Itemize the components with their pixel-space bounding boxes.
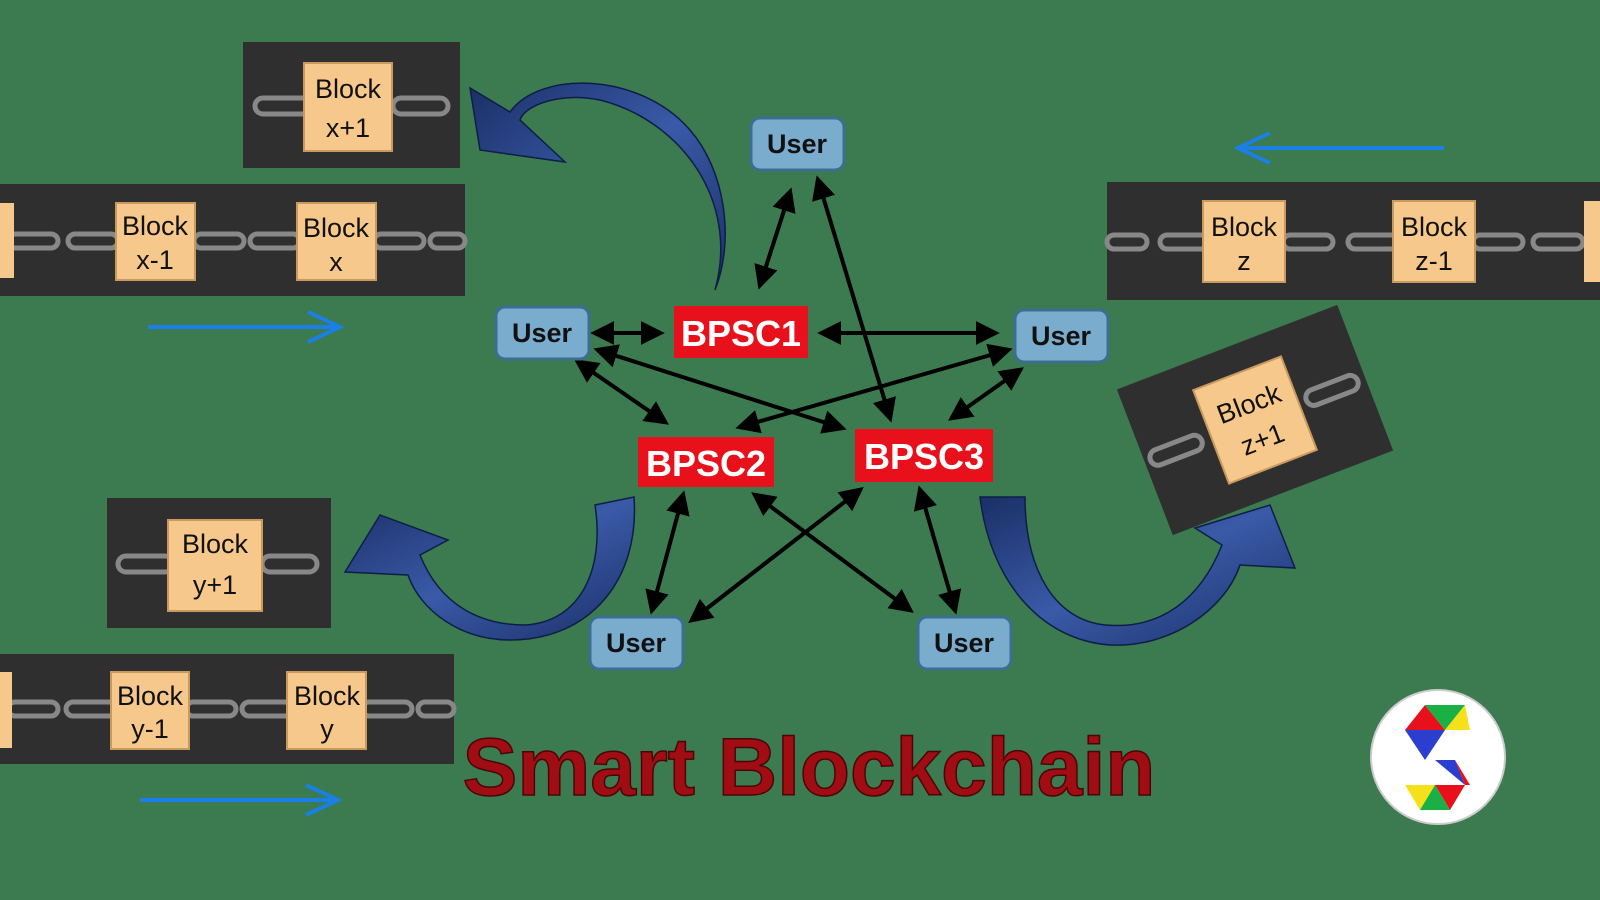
bpsc1-node[interactable]: BPSC1 <box>674 306 808 358</box>
triangle-logo-icon <box>1370 689 1506 825</box>
bpsc2-label: BPSC2 <box>646 443 766 484</box>
bpsc3-label: BPSC3 <box>864 436 984 477</box>
block-x-plus-1-line2: x+1 <box>326 113 370 143</box>
user-node-bottom-left[interactable]: User <box>588 615 685 671</box>
connections <box>574 175 1024 623</box>
block-z-line1: Block <box>1211 212 1278 242</box>
bpsc3-node[interactable]: BPSC3 <box>855 429 993 482</box>
page-title: Smart Blockchain <box>463 722 1156 813</box>
chain-z: Block z Block z-1 <box>1104 182 1600 300</box>
block-y-plus-1-line1: Block <box>182 529 249 559</box>
block-x-plus-1-line1: Block <box>315 74 382 104</box>
user-label-right: User <box>1031 321 1092 351</box>
curved-arrow-to-z <box>979 496 1297 646</box>
block-x <box>296 202 377 281</box>
chain-y-new: Block y+1 <box>107 498 331 628</box>
block-x-plus-1 <box>303 62 393 152</box>
block-z <box>1202 200 1286 283</box>
block-x-line1: Block <box>303 213 370 243</box>
block-y-plus-1-line2: y+1 <box>193 570 237 600</box>
user-label-bottom-right: User <box>934 628 995 658</box>
chain-direction-arrow-x <box>148 310 345 344</box>
user-label-left: User <box>512 318 573 348</box>
user-label-bottom-left: User <box>606 628 667 658</box>
block-y-minus-1 <box>110 671 190 750</box>
chain-x-new: Block x+1 <box>243 42 460 168</box>
block-y-line2: y <box>320 714 334 744</box>
block-y-plus-1 <box>167 519 263 612</box>
chain-direction-arrow-y <box>140 783 343 817</box>
bpsc1-label: BPSC1 <box>681 313 801 354</box>
user-label-top: User <box>767 129 828 159</box>
block-y-minus-1-line1: Block <box>117 681 184 711</box>
block-x-minus-1-line1: Block <box>122 211 189 241</box>
block-y-minus-1-line2: y-1 <box>131 714 169 744</box>
chain-direction-arrow-z <box>1233 131 1444 165</box>
user-node-right[interactable]: User <box>1013 308 1110 364</box>
user-node-top[interactable]: User <box>749 116 846 172</box>
chain-y: Block y-1 Block y <box>0 654 457 764</box>
block-z-minus-1 <box>1392 200 1476 283</box>
curved-arrow-to-x <box>469 82 726 291</box>
chain-x: Block x-1 Block x <box>0 184 468 296</box>
curved-arrow-to-y <box>343 496 636 641</box>
block-z-minus-1-line2: z-1 <box>1415 246 1453 276</box>
block-x-minus-1-line2: x-1 <box>136 245 174 275</box>
block-x-minus-1 <box>115 202 196 281</box>
user-node-bottom-right[interactable]: User <box>916 615 1013 671</box>
block-y <box>286 671 367 750</box>
block-z-plus-1 <box>1191 355 1319 485</box>
user-node-left[interactable]: User <box>494 305 591 361</box>
bpsc2-node[interactable]: BPSC2 <box>638 437 774 487</box>
block-z-minus-1-line1: Block <box>1401 212 1468 242</box>
chain-z-new: Block z+1 <box>1116 304 1394 536</box>
block-z-line2: z <box>1237 246 1251 276</box>
block-x-line2: x <box>329 247 343 277</box>
block-y-line1: Block <box>294 681 361 711</box>
